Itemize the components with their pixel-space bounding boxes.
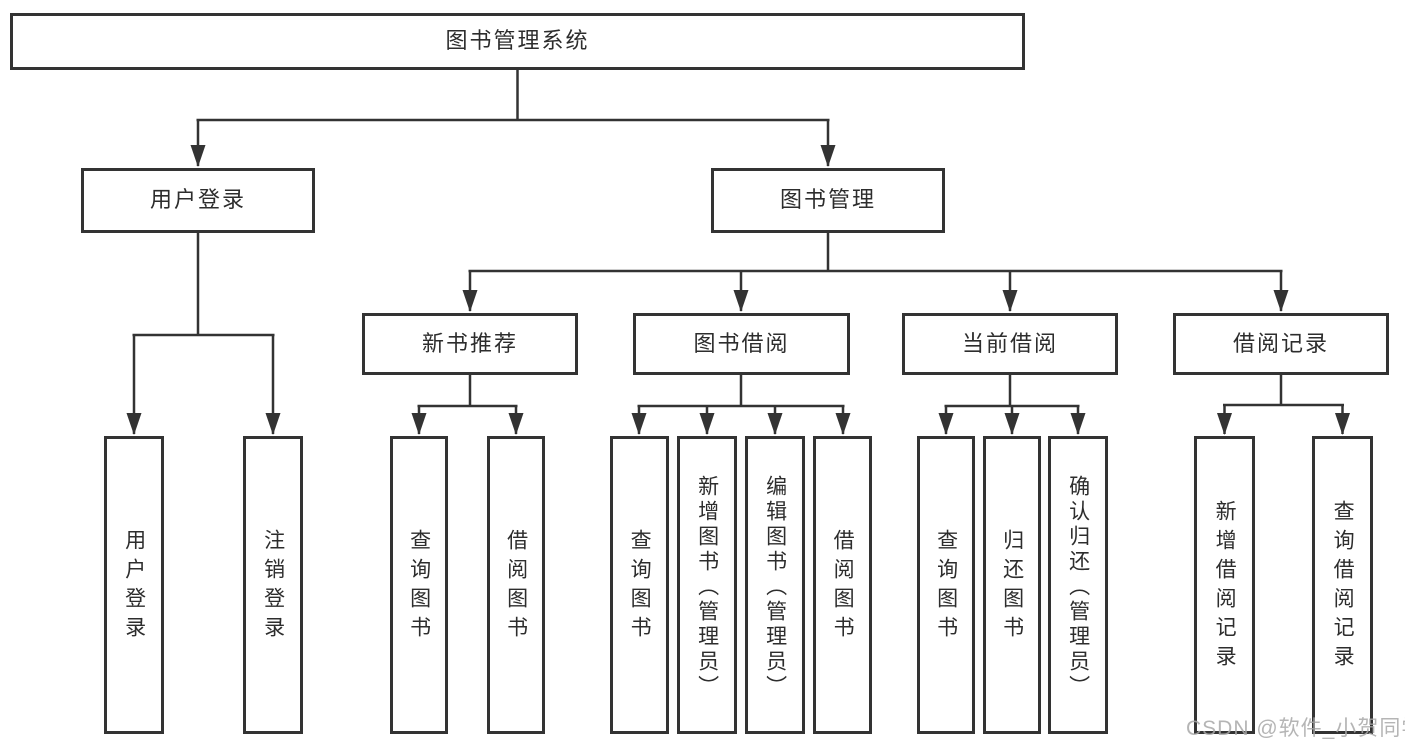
leaf-confirm-return-admin: 确认归还（管理员） bbox=[1048, 436, 1108, 734]
watermark: CSDN @软件_小贺同学 bbox=[1186, 717, 1405, 740]
leaf-query-book-borrow: 查询图书 bbox=[610, 436, 669, 734]
node-root: 图书管理系统 bbox=[10, 13, 1025, 70]
leaf-user-login: 用户登录 bbox=[104, 436, 164, 734]
leaf-add-book-admin: 新增图书（管理员） bbox=[677, 436, 737, 734]
node-user-login: 用户登录 bbox=[81, 168, 315, 233]
leaf-query-book-recommend: 查询图书 bbox=[390, 436, 448, 734]
leaf-logout: 注销登录 bbox=[243, 436, 303, 734]
leaf-query-book-current: 查询图书 bbox=[917, 436, 975, 734]
leaf-query-borrow-record: 查询借阅记录 bbox=[1312, 436, 1373, 734]
node-borrow-record: 借阅记录 bbox=[1173, 313, 1389, 375]
leaf-edit-book-admin: 编辑图书（管理员） bbox=[745, 436, 805, 734]
leaf-borrow-book-recommend: 借阅图书 bbox=[487, 436, 545, 734]
node-current-borrow: 当前借阅 bbox=[902, 313, 1118, 375]
node-book-borrow: 图书借阅 bbox=[633, 313, 850, 375]
node-book-manage: 图书管理 bbox=[711, 168, 945, 233]
leaf-add-borrow-record: 新增借阅记录 bbox=[1194, 436, 1255, 734]
node-new-book-recommend: 新书推荐 bbox=[362, 313, 578, 375]
leaf-return-book: 归还图书 bbox=[983, 436, 1041, 734]
leaf-borrow-book: 借阅图书 bbox=[813, 436, 872, 734]
